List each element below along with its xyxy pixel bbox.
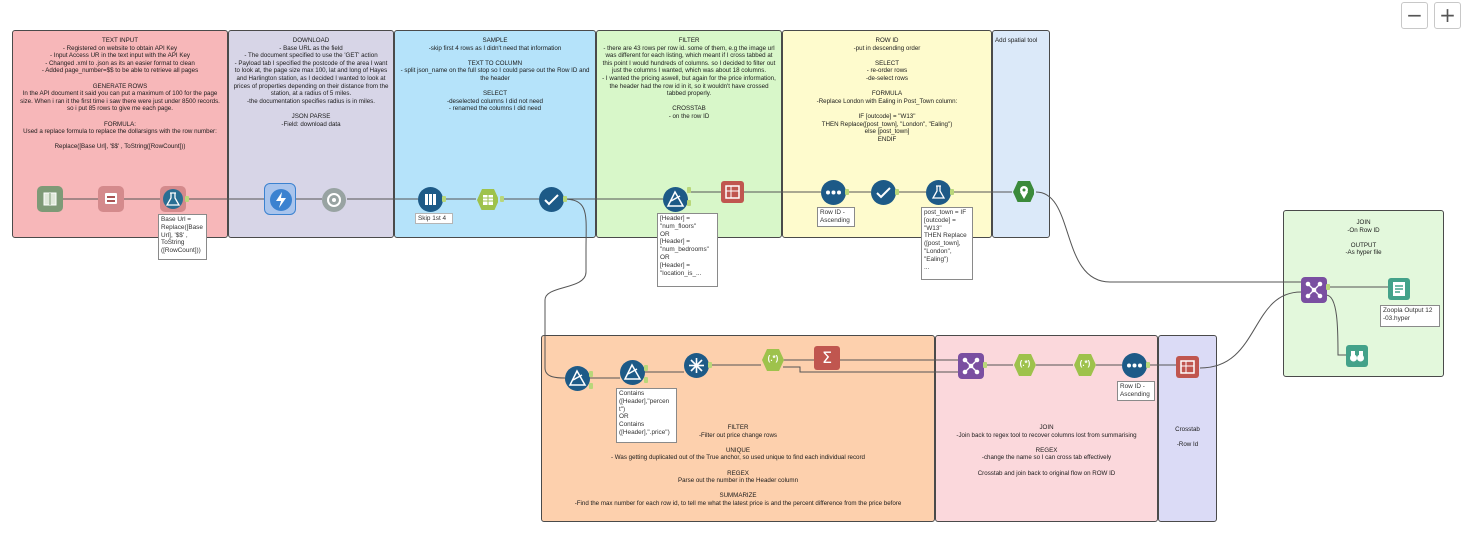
regex-label-2: (.*): [1019, 359, 1031, 368]
container-filter-notes: FILTER - there are 43 rows per row id. s…: [602, 37, 776, 120]
spatial-tool-icon[interactable]: [1012, 180, 1034, 202]
summarize-tool-icon[interactable]: Σ: [814, 346, 840, 370]
container-download-notes: DOWNLOAD - Base URL as the field - The d…: [233, 37, 389, 128]
formula-tool-2-icon[interactable]: [926, 180, 951, 205]
container-bottom-left-notes: FILTER -Filter out price change rows UNI…: [574, 424, 902, 507]
container-spatial-notes: Add spatial tool: [995, 37, 1038, 44]
text-to-columns-tool-icon[interactable]: [476, 188, 498, 210]
container-download[interactable]: DOWNLOAD - Base URL as the field - The d…: [228, 30, 394, 238]
regex-label-3: (.*): [1079, 359, 1091, 368]
regex-tool-icon[interactable]: (.*): [761, 348, 784, 371]
summarize-symbol: Σ: [821, 348, 833, 367]
join-tool-icon[interactable]: [958, 353, 984, 379]
text-input-tool-icon[interactable]: [37, 186, 63, 212]
container-spatial[interactable]: Add spatial tool: [992, 30, 1050, 238]
filter-tool-2-icon[interactable]: [620, 360, 645, 385]
container-rowid-notes: ROW ID -put in descending order SELECT -…: [816, 37, 958, 143]
container-text-input-notes: TEXT INPUT - Registered on website to ob…: [20, 37, 220, 151]
formula-annotation: Base Url = Replace([Base Url], '$$' , To…: [158, 214, 207, 260]
unique-tool-icon[interactable]: [684, 353, 709, 378]
record-id-tool-icon[interactable]: [821, 180, 846, 205]
record-id-annotation: Row ID - Ascending: [817, 207, 855, 227]
generate-rows-tool-icon[interactable]: [98, 186, 124, 212]
filter-tool-3-icon[interactable]: [565, 366, 590, 391]
select-tool-icon[interactable]: [539, 187, 564, 212]
crosstab-tool-2-icon[interactable]: [1176, 356, 1199, 378]
select-tool-2-icon[interactable]: [871, 180, 896, 205]
container-join-regex-notes: JOIN -Join back to regex tool to recover…: [956, 424, 1137, 477]
record-id-tool-2-icon[interactable]: [1122, 353, 1147, 378]
record-id-bottom-annotation: Row ID - Ascending: [1117, 381, 1155, 401]
json-parse-tool-icon[interactable]: [322, 188, 346, 212]
regex-tool-3-icon[interactable]: (.*): [1073, 353, 1096, 376]
browse-tool-icon[interactable]: [1346, 345, 1368, 367]
join-tool-2-icon[interactable]: [1301, 277, 1327, 303]
zoom-out-button[interactable]: −: [1401, 2, 1428, 29]
filter-bottom-annotation: Contains ([Header],"percen t") OR Contai…: [616, 388, 677, 443]
container-sample-notes: SAMPLE -skip first 4 rows as I didn't ne…: [400, 37, 590, 113]
container-rowid[interactable]: ROW ID -put in descending order SELECT -…: [782, 30, 992, 238]
download-tool-icon[interactable]: [264, 183, 296, 215]
regex-tool-2-icon[interactable]: (.*): [1013, 353, 1036, 376]
sample-tool-icon[interactable]: [418, 187, 443, 212]
container-join-output-notes: JOIN -On Row ID OUTPUT -As hyper file: [1345, 219, 1382, 257]
crosstab-tool-icon[interactable]: [721, 181, 744, 203]
output-tool-icon[interactable]: [1388, 278, 1410, 300]
regex-label: (.*): [767, 354, 779, 363]
container-crosstab-notes: Crosstab -Row Id: [1175, 426, 1200, 449]
formula-tool-icon[interactable]: [160, 186, 186, 212]
sample-annotation: Skip 1st 4: [415, 213, 453, 224]
container-bottom-left[interactable]: FILTER -Filter out price change rows UNI…: [541, 335, 935, 522]
filter-tool-icon[interactable]: [663, 187, 688, 212]
output-annotation: Zoopla Output 12 -03.hyper: [1380, 305, 1440, 327]
filter-annotation: [Header] = "num_floors" OR [Header] = "n…: [657, 213, 718, 287]
formula-town-annotation: post_town = IF [outcode] = "W13" THEN Re…: [921, 207, 973, 280]
zoom-in-button[interactable]: +: [1434, 2, 1461, 29]
